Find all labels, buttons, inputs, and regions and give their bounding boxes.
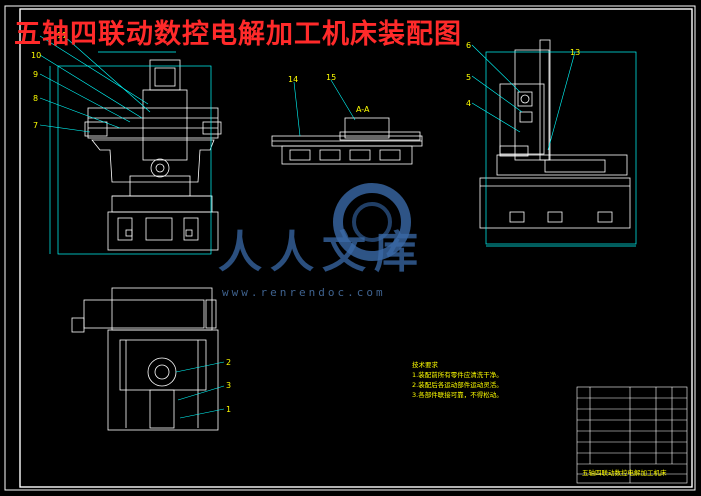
technical-notes: 技术要求 1.装配前所有零件应清洗干净。 2.装配后各运动部件运动灵活。 3.各…: [412, 360, 508, 400]
balloon-3: 3: [226, 381, 231, 390]
balloon-15: 15: [326, 73, 336, 82]
section-view-aa: [271, 117, 423, 165]
notes-heading: 技术要求: [412, 361, 438, 369]
watermark-logo: [333, 183, 411, 261]
front-view: [84, 59, 222, 251]
title-block-name: 五轴四联动数控电解加工机床: [582, 469, 667, 477]
balloon-labels: 1 2 3 4 5 6 7 8 9 10 11 13 14 15 A-A: [31, 31, 580, 414]
top-view-leaders: [175, 361, 225, 419]
drawing-title: 五轴四联动数控电解加工机床装配图: [14, 19, 462, 50]
inner-frame: [19, 8, 693, 488]
front-view-dimensions: [49, 51, 212, 255]
balloon-5: 5: [466, 73, 471, 82]
balloon-4: 4: [466, 99, 471, 108]
watermark-url: www.renrendoc.com: [222, 286, 386, 299]
balloon-14: 14: [288, 75, 298, 84]
notes-line-1: 1.装配前所有零件应清洗干净。: [412, 371, 503, 379]
side-view-leaders: [471, 44, 576, 151]
balloon-6: 6: [466, 41, 471, 50]
notes-line-2: 2.装配后各运动部件运动灵活。: [412, 381, 503, 389]
section-view-leaders: [293, 79, 356, 137]
top-view: [71, 287, 219, 431]
balloon-10: 10: [31, 51, 41, 60]
title-block: [576, 386, 688, 484]
notes-line-3: 3.各部件联接可靠，不得松动。: [412, 391, 503, 399]
balloon-11: 11: [57, 31, 67, 40]
balloon-2: 2: [226, 358, 231, 367]
balloon-7: 7: [33, 121, 38, 130]
outer-frame: [4, 5, 696, 491]
side-view: [479, 39, 631, 229]
balloon-13: 13: [570, 48, 580, 57]
balloon-8: 8: [33, 94, 38, 103]
side-view-dimensions: [485, 51, 637, 247]
balloon-1: 1: [226, 405, 231, 414]
front-view-leaders: [39, 35, 151, 133]
section-label: A-A: [356, 105, 370, 114]
watermark-text: 人人文库: [218, 227, 426, 278]
balloon-9: 9: [33, 70, 38, 79]
